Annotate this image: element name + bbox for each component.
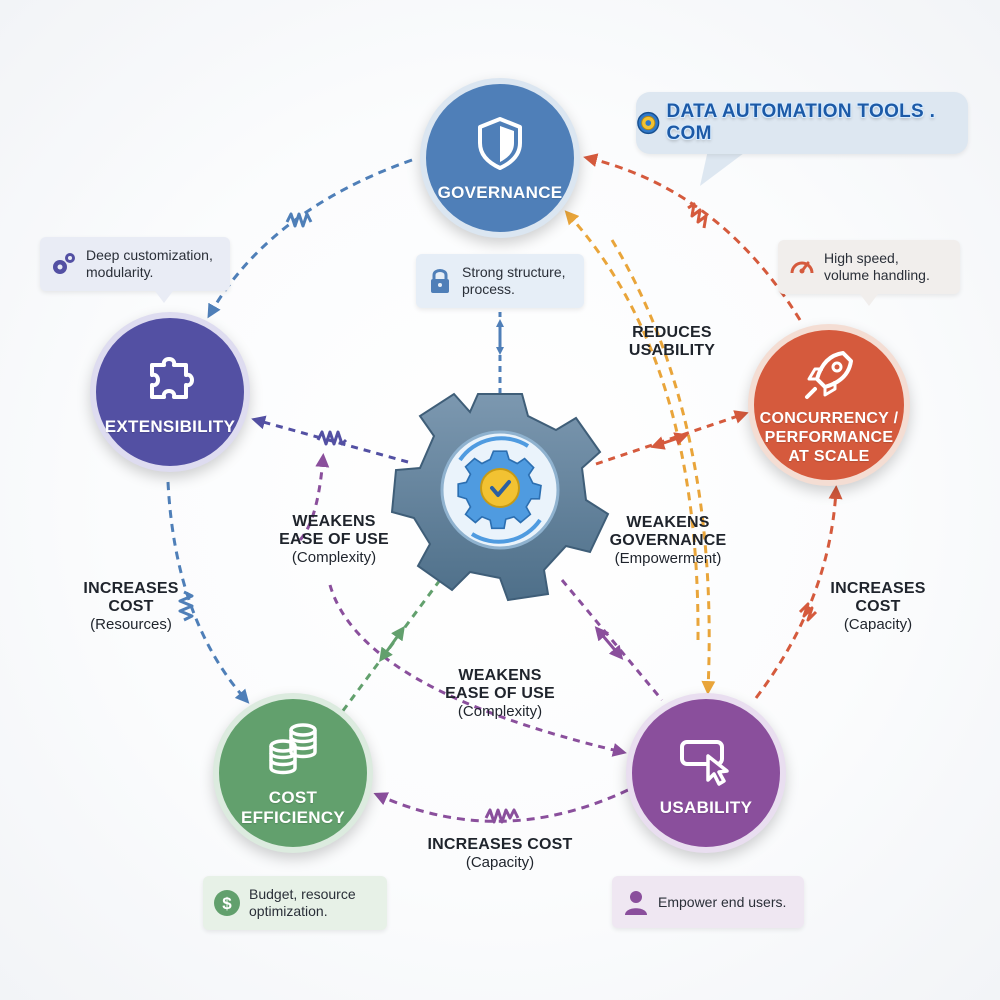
spring-gov-ext xyxy=(285,212,313,228)
brand-name: DATA AUTOMATION TOOLS . COM xyxy=(666,101,936,144)
edge-label-increases-cost-bottom: INCREASES COST (Capacity) xyxy=(427,836,572,872)
callout-governance: Strong structure, process. xyxy=(416,254,584,308)
gear-check-icon xyxy=(457,436,542,544)
edge-label-weakens-governance: WEAKENS GOVERNANCE (Empowerment) xyxy=(610,514,727,568)
node-governance: GOVERNANCE xyxy=(420,78,580,238)
svg-text:$: $ xyxy=(222,894,232,913)
node-concurrency-label: CONCURRENCY / PERFORMANCE AT SCALE xyxy=(759,409,899,465)
node-cost-efficiency-label: COST EFFICIENCY xyxy=(240,788,346,827)
double-arrow-cost xyxy=(379,625,405,663)
node-usability-label: USABILITY xyxy=(659,798,753,817)
spoke-center-to-usability xyxy=(560,579,664,701)
spring-usa-conc xyxy=(798,602,818,622)
dollar-icon: $ xyxy=(214,890,240,916)
spring-conc-gov xyxy=(687,202,708,229)
brand-bubble-tail xyxy=(700,150,748,186)
callout-cost-efficiency-text: Budget, resource optimization. xyxy=(249,886,356,919)
puzzle-icon xyxy=(150,357,194,399)
double-arrow-concurrency xyxy=(650,432,689,450)
edge-label-increases-cost-left-sub: (Resources) xyxy=(90,616,172,633)
edge-label-increases-cost-bottom-title: INCREASES COST xyxy=(427,836,573,853)
edge-label-increases-cost-left: INCREASES COST (Resources) xyxy=(83,580,178,634)
callout-concurrency-pointer xyxy=(860,294,878,306)
edge-label-weakens-ease-left: WEAKENS EASE OF USE (Complexity) xyxy=(279,513,389,567)
edge-concurrency-to-governance xyxy=(583,153,802,321)
edge-label-weakens-ease-left-sub: (Complexity) xyxy=(291,549,377,566)
coins-icon xyxy=(269,723,317,775)
node-governance-label: GOVERNANCE xyxy=(437,183,563,202)
edge-label-weakens-ease-bottom-sub: (Complexity) xyxy=(457,703,543,720)
edge-label-increases-cost-right-title: INCREASES COST xyxy=(830,580,926,615)
double-arrow-usability xyxy=(594,626,624,660)
lock-icon xyxy=(431,269,449,293)
edge-usability-to-concurrency xyxy=(754,485,843,699)
edge-label-reduces-usability: REDUCES USABILITY xyxy=(629,324,715,360)
brand-bubble: DATA AUTOMATION TOOLS . COM xyxy=(636,92,968,154)
edge-label-weakens-ease-bottom-title: WEAKENS EASE OF USE xyxy=(445,667,555,702)
callout-usability-text: Empower end users. xyxy=(658,893,787,910)
edge-label-reduces-usability-title: REDUCES USABILITY xyxy=(628,324,716,359)
edge-label-increases-cost-right: INCREASES COST (Capacity) xyxy=(830,580,925,634)
edge-extensibility-to-cost xyxy=(166,481,250,704)
user-icon xyxy=(625,891,647,915)
gears-icon xyxy=(53,253,75,274)
callout-concurrency: High speed, volume handling. xyxy=(778,240,960,294)
edge-label-increases-cost-left-title: INCREASES COST xyxy=(83,580,179,615)
shield-icon xyxy=(478,117,522,170)
callout-extensibility-pointer xyxy=(155,291,173,303)
node-cost-efficiency: COST EFFICIENCY xyxy=(213,693,373,853)
callout-extensibility: Deep customization, modularity. xyxy=(40,237,230,291)
edge-weakens-ease-bottom xyxy=(328,584,627,757)
center-gear xyxy=(390,392,610,602)
edge-label-increases-cost-bottom-sub: (Capacity) xyxy=(465,854,535,871)
edge-governance-to-extensibility xyxy=(207,158,413,319)
edge-label-weakens-governance-title: WEAKENS GOVERNANCE xyxy=(609,514,727,549)
callout-extensibility-text: Deep customization, modularity. xyxy=(86,247,213,280)
spoke-center-to-concurrency xyxy=(595,410,749,466)
callout-governance-text: Strong structure, process. xyxy=(462,264,566,297)
cursor-icon xyxy=(680,740,729,786)
node-extensibility-label: EXTENSIBILITY xyxy=(104,417,236,436)
edge-label-weakens-governance-sub: (Empowerment) xyxy=(614,550,722,567)
edge-label-increases-cost-right-sub: (Capacity) xyxy=(843,616,913,633)
gear-icon xyxy=(637,111,660,135)
edge-reduces-usability-down xyxy=(610,239,716,695)
node-usability: USABILITY xyxy=(626,693,786,853)
spring-ext-cost xyxy=(178,590,194,622)
speedometer-icon xyxy=(790,261,814,274)
edge-cost-to-extensibility xyxy=(298,453,330,542)
edge-label-weakens-ease-bottom: WEAKENS EASE OF USE (Complexity) xyxy=(445,667,555,721)
node-concurrency: CONCURRENCY / PERFORMANCE AT SCALE xyxy=(748,324,910,486)
spring-center-ext xyxy=(316,430,348,446)
callout-usability: Empower end users. xyxy=(612,876,804,928)
node-extensibility: EXTENSIBILITY xyxy=(90,312,250,472)
spring-usa-cost xyxy=(484,808,520,824)
callout-concurrency-text: High speed, volume handling. xyxy=(824,250,930,283)
edge-label-weakens-ease-left-title: WEAKENS EASE OF USE xyxy=(279,513,389,548)
edge-reduces-usability-up xyxy=(564,210,700,641)
rocket-icon xyxy=(805,350,853,399)
callout-cost-efficiency: $ Budget, resource optimization. xyxy=(203,876,387,930)
